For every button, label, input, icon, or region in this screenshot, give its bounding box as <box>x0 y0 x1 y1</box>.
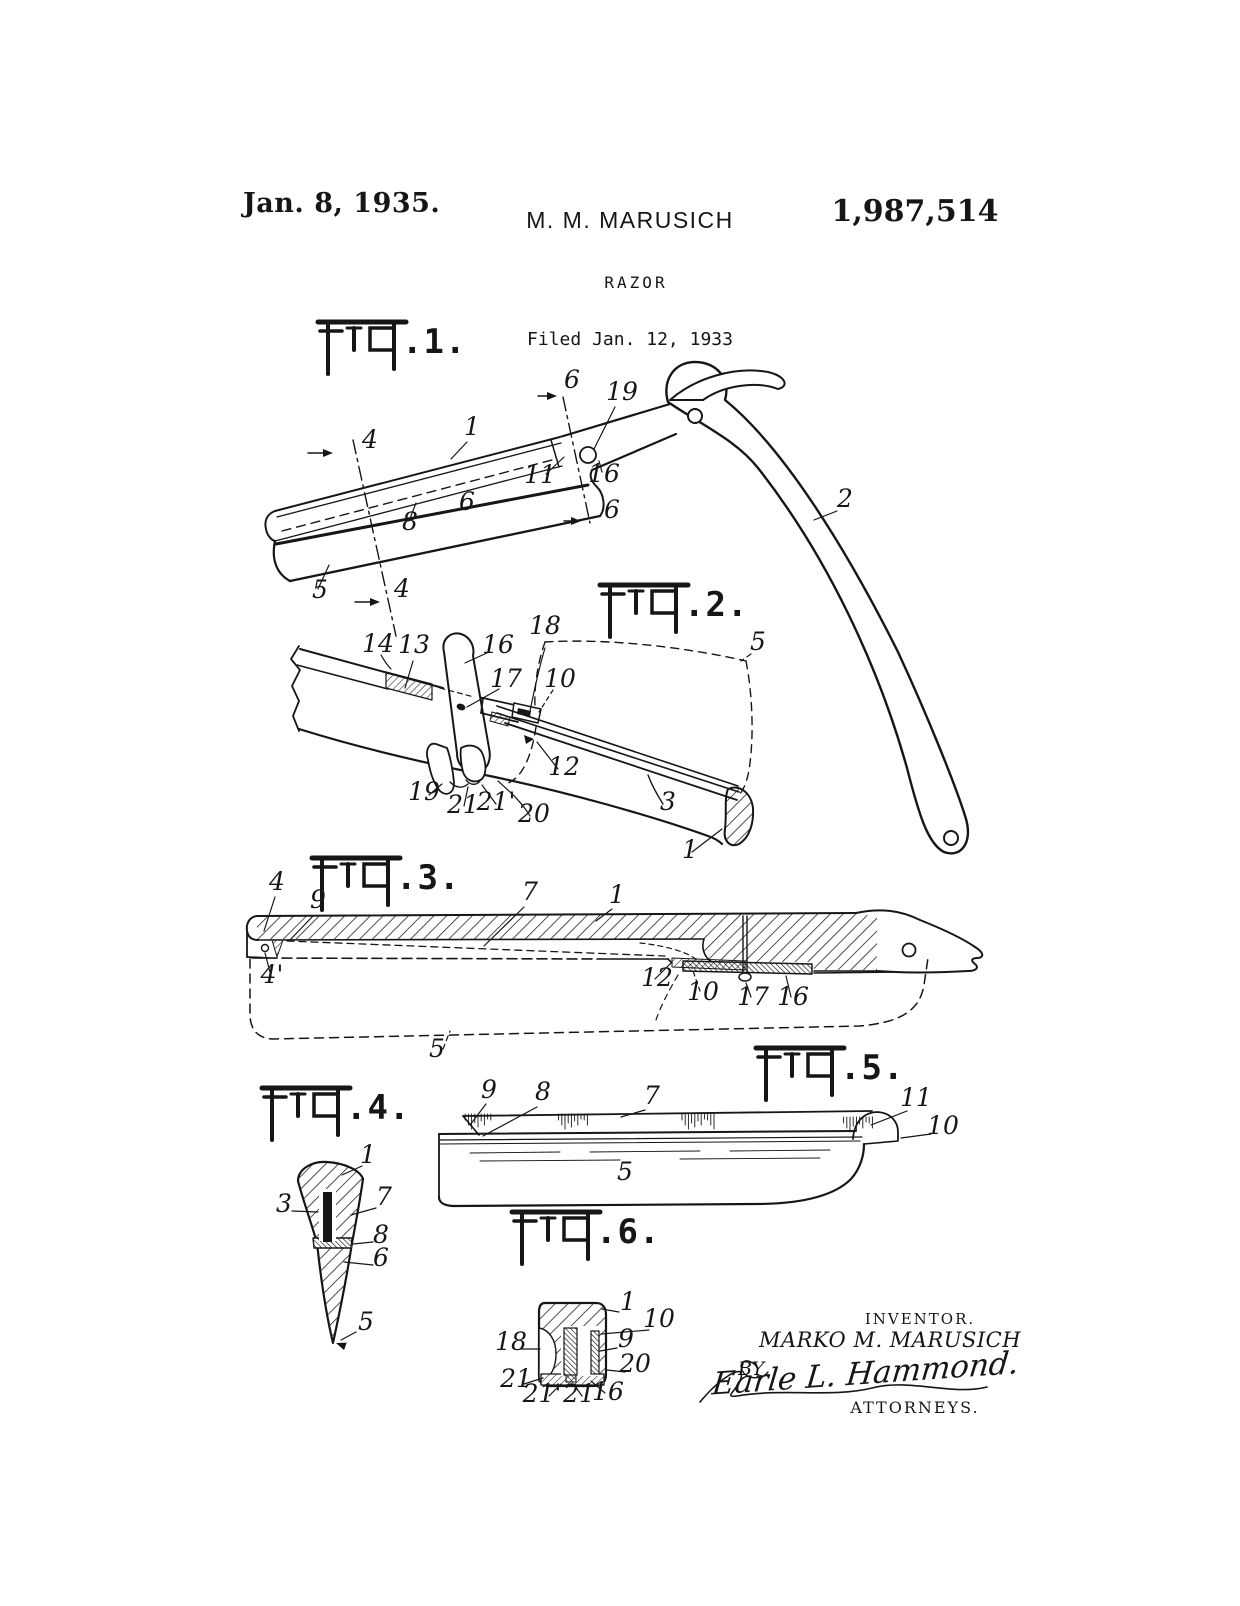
fig2-ref-numeral: 17 <box>490 664 522 693</box>
fig1-ref-numeral: 1 <box>464 412 480 441</box>
fig3-ref-numeral: 7 <box>522 877 538 906</box>
fig2-label: .2. <box>597 582 748 639</box>
fig1-ref-numeral: 2 <box>836 484 853 513</box>
fig1-ref-numeral: 6 <box>604 495 620 524</box>
attorney-signature-flourish <box>699 1360 988 1403</box>
fig2-ref-numeral: 1 <box>682 835 698 864</box>
fig3-ref-numeral: 16 <box>777 982 809 1011</box>
fig3-ref-numeral: 9 <box>310 885 326 914</box>
figure-1 <box>264 360 969 855</box>
patent-number: 1,987,514 <box>831 194 999 229</box>
fig5-ref-numeral: 7 <box>644 1081 660 1110</box>
fig6-ref-numeral: 9 <box>618 1324 634 1353</box>
fig2-ref-numeral: 13 <box>398 630 430 659</box>
fig6-ref-numeral: 21 <box>562 1379 595 1408</box>
figure-6 <box>520 1301 650 1397</box>
fig3-ref-numeral: 4 <box>268 867 285 896</box>
fig6-ref-numeral: 10 <box>643 1304 675 1333</box>
fig5-ref-numeral: 9 <box>481 1075 497 1104</box>
inventor-name: MARKO M. MARUSICH <box>758 1328 1022 1352</box>
fig3-ref-numeral: 17 <box>737 982 769 1011</box>
fig2-ref-numeral: 3 <box>660 787 676 816</box>
patent-date: Jan. 8, 1935. <box>243 188 441 219</box>
fig3-label: .3. <box>309 855 460 912</box>
fig1-ref-numeral: 16 <box>588 459 620 488</box>
fig4-ref-numeral: 3 <box>276 1189 292 1218</box>
fig2-ref-numeral: 5 <box>750 627 766 656</box>
fig2-ref-numeral: 18 <box>529 611 561 640</box>
figure-5 <box>437 1103 932 1208</box>
invention-title: RAZOR <box>604 273 668 292</box>
attorneys-caption: ATTORNEYS. <box>850 1398 980 1417</box>
fig1-ref-numeral: 11 <box>524 460 556 489</box>
fig2-ref-numeral: 12 <box>548 752 580 781</box>
fig4-ref-numeral: 7 <box>376 1182 392 1211</box>
applicant-name: M. M. MARUSICH <box>526 207 734 233</box>
fig5-ref-numeral: 5 <box>617 1157 633 1186</box>
fig2-ref-numeral: 21 <box>446 790 479 819</box>
fig1-ref-numeral: 8 <box>402 507 418 536</box>
fig3-label-text: .3. <box>396 858 460 898</box>
fig4-label-text: .4. <box>346 1088 410 1128</box>
fig3-ref-numeral: 12 <box>641 963 673 992</box>
fig2-ref-numeral: 21' <box>476 787 516 816</box>
fig6-ref-numeral: 20 <box>618 1349 651 1378</box>
fig3-ref-numeral: 4' <box>260 960 284 989</box>
fig5-label: .5. <box>753 1045 904 1102</box>
fig4-ref-numeral: 5 <box>358 1307 374 1336</box>
fig1-ref-numeral: 4 <box>361 425 378 454</box>
fig5-ref-numeral: 8 <box>535 1077 551 1106</box>
fig4-label: .4. <box>259 1085 410 1142</box>
fig1-ref-numeral: 4 <box>393 574 410 603</box>
fig4-ref-numeral: 6 <box>373 1243 389 1272</box>
fig5-ref-numeral: 10 <box>927 1111 959 1140</box>
fig6-label: .6. <box>509 1209 660 1266</box>
fig6-ref-numeral: 16 <box>592 1377 624 1406</box>
inventor-caption: INVENTOR. <box>864 1310 976 1328</box>
fig4-ref-numeral: 8 <box>373 1220 389 1249</box>
fig2-ref-numeral: 16 <box>482 630 514 659</box>
fig5-ref-numeral: 11 <box>900 1083 932 1112</box>
by-label: BY <box>738 1358 765 1380</box>
figure-3 <box>245 896 984 1050</box>
fig1-label-text: .1. <box>402 322 466 362</box>
fig2-ref-numeral: 14 <box>362 629 394 658</box>
fig2-ref-numeral: 10 <box>544 664 576 693</box>
fig6-ref-numeral: 1 <box>620 1287 636 1316</box>
fig2-ref-numeral: 20 <box>517 799 550 828</box>
fig6-label-text: .6. <box>596 1212 660 1252</box>
fig1-ref-numeral: 5 <box>312 575 328 604</box>
fig1-ref-numeral: 19 <box>606 377 638 406</box>
fig5-label-text: .5. <box>840 1048 904 1088</box>
fig2-ref-numeral: 19 <box>408 777 440 806</box>
fig3-ref-numeral: 5 <box>429 1034 445 1063</box>
fig6-ref-numeral: 21 <box>499 1364 532 1393</box>
figure-4 <box>291 1160 377 1351</box>
fig2-label-text: .2. <box>684 585 748 625</box>
fig6-ref-numeral: 21' <box>522 1379 562 1408</box>
fig3-ref-numeral: 1 <box>609 880 625 909</box>
fig1-ref-numeral: 6 <box>459 487 475 516</box>
fig3-ref-numeral: 10 <box>687 977 719 1006</box>
figure-2 <box>290 632 755 853</box>
filed-date-line: Filed Jan. 12, 1933 <box>527 329 733 350</box>
fig1-label: .1. <box>315 319 466 376</box>
fig6-ref-numeral: 18 <box>495 1327 527 1356</box>
fig1-ref-numeral: 6 <box>564 365 580 394</box>
fig4-ref-numeral: 1 <box>360 1140 376 1169</box>
